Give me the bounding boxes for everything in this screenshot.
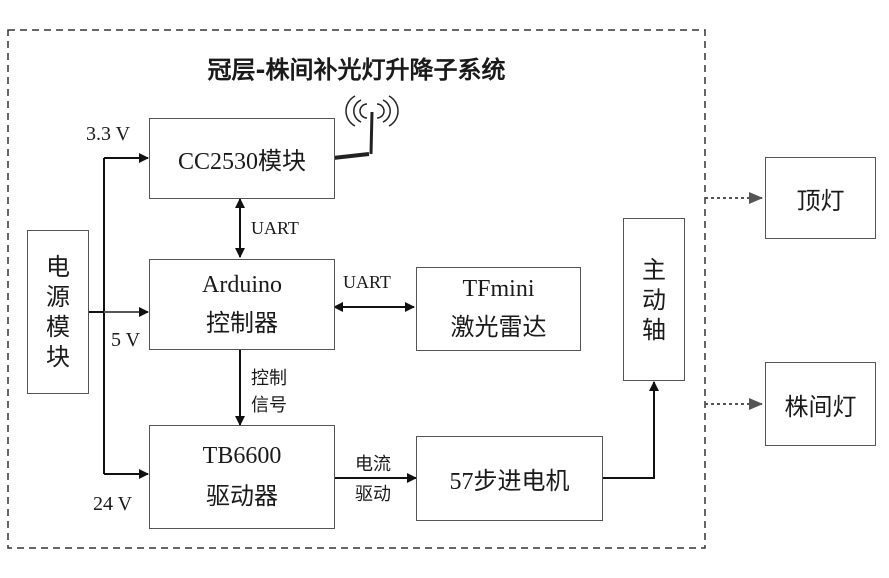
current-drive-label-line2: 驱动 xyxy=(355,484,391,505)
uart-label-vertical: UART xyxy=(251,218,299,238)
voltage-24v-label: 24 V xyxy=(93,493,133,515)
power-char-4: 块 xyxy=(46,343,70,371)
power-char-3: 模 xyxy=(46,313,70,341)
drive-shaft-block: 主 动 轴 xyxy=(623,218,685,381)
control-signal-label-line2: 信号 xyxy=(251,395,287,416)
subsystem-frame xyxy=(7,29,706,549)
cc2530-block: CC2530模块 xyxy=(149,118,335,199)
cc2530-label: CC2530模块 xyxy=(177,149,306,175)
tb6600-block: TB6600 驱动器 xyxy=(149,425,335,529)
control-signal-label-line1: 控制 xyxy=(251,368,287,389)
power-char-1: 电 xyxy=(46,253,70,281)
voltage-5v-label: 5 V xyxy=(111,329,141,351)
voltage-3v3-label: 3.3 V xyxy=(86,123,131,145)
tb6600-label-line2: 驱动器 xyxy=(206,482,278,510)
motor-label: 57步进电机 xyxy=(449,469,570,495)
antenna-icon xyxy=(332,95,399,160)
arrow-motor-to-shaft xyxy=(603,381,659,479)
diagram-title: 冠层-株间补光灯升降子系统 xyxy=(207,56,506,84)
current-drive-label-line1: 电流 xyxy=(355,454,391,475)
motor-block: 57步进电机 xyxy=(416,436,603,521)
tfmini-label-line1: TFmini xyxy=(462,276,535,302)
top-light-label: 顶灯 xyxy=(796,186,845,215)
shaft-char-2: 动 xyxy=(642,285,666,314)
tfmini-label-line2: 激光雷达 xyxy=(450,313,547,341)
power-module-block: 电 源 模 块 xyxy=(27,230,89,394)
power-char-2: 源 xyxy=(46,283,70,311)
arduino-label-line2: 控制器 xyxy=(206,308,278,337)
inter-light-block: 株间灯 xyxy=(765,362,876,446)
tfmini-block: TFmini 激光雷达 xyxy=(416,267,581,351)
tb6600-label-line1: TB6600 xyxy=(202,443,282,469)
arduino-block: Arduino 控制器 xyxy=(149,259,335,350)
arduino-label-line1: Arduino xyxy=(202,271,282,298)
inter-light-label: 株间灯 xyxy=(784,392,857,421)
top-light-block: 顶灯 xyxy=(765,157,876,239)
shaft-char-1: 主 xyxy=(642,255,666,284)
shaft-char-3: 轴 xyxy=(642,315,666,344)
uart-label-horizontal: UART xyxy=(343,272,391,292)
